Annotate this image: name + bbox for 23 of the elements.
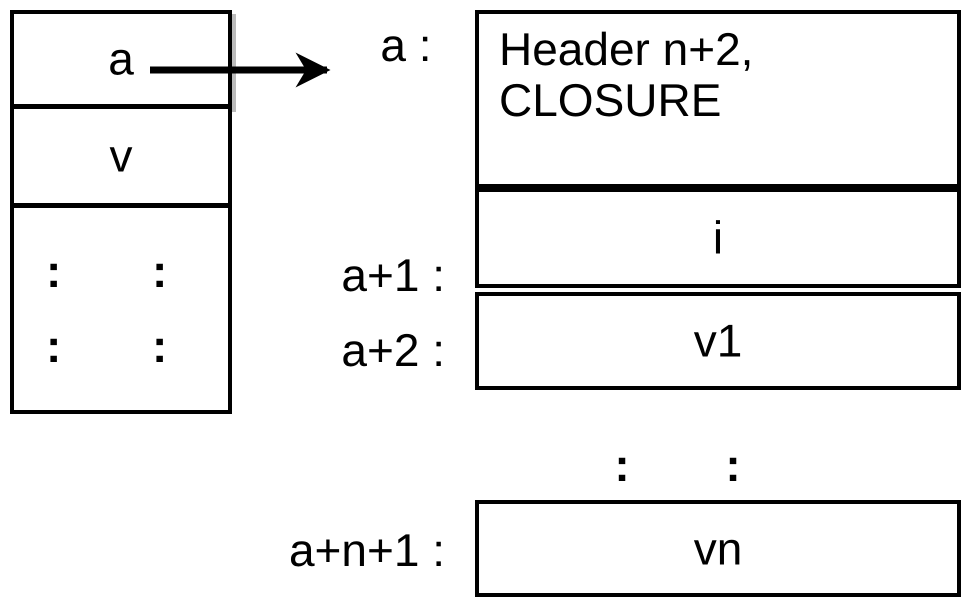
- cell-text: i: [712, 212, 724, 264]
- memory-cell: [475, 188, 961, 288]
- cell-text: :: [152, 321, 168, 372]
- ellipsis-colon: :: [725, 440, 741, 491]
- memory-cell: [10, 105, 232, 207]
- cell-text: :: [46, 321, 62, 372]
- memory-cell: [475, 10, 961, 188]
- address-label: a+1 :: [341, 250, 445, 301]
- cell-text: v1: [692, 316, 744, 366]
- address-label: a+n+1 :: [288, 525, 445, 576]
- address-text: a :: [365, 15, 447, 75]
- memory-cell: [475, 292, 961, 390]
- cell-text: a: [107, 34, 135, 84]
- cell-text: :: [46, 246, 62, 297]
- cell-text: Header n+2, CLOSURE: [499, 24, 754, 126]
- ellipsis-colon: :: [614, 440, 630, 491]
- cell-text: v: [108, 130, 134, 182]
- cell-text: vn: [692, 523, 744, 574]
- memory-cell: [475, 500, 961, 597]
- memory-cell: [10, 204, 232, 414]
- cell-text: :: [152, 246, 168, 297]
- address-label: a+2 :: [341, 325, 445, 376]
- arrow: [150, 52, 330, 88]
